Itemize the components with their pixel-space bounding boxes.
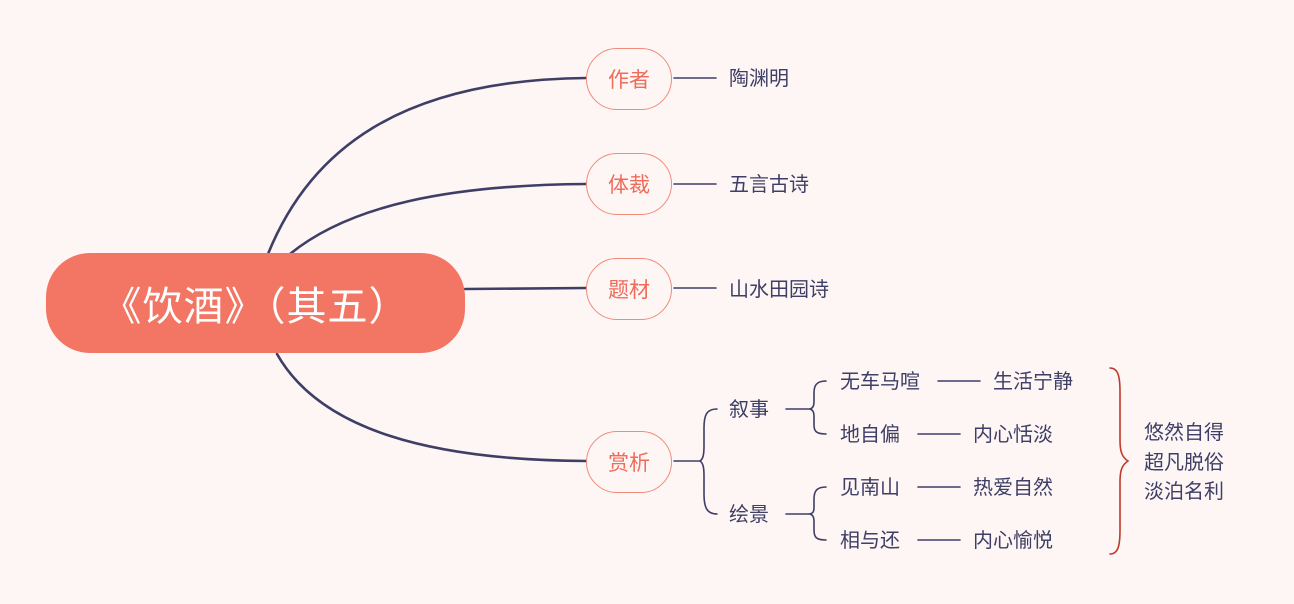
meaning-item: 生活宁静 bbox=[993, 369, 1073, 393]
summary-line: 悠然自得 bbox=[1144, 420, 1224, 444]
branch-analysis-label: 赏析 bbox=[608, 451, 650, 475]
meaning-item: 内心愉悦 bbox=[973, 528, 1053, 552]
branch-analysis[interactable]: 赏析 bbox=[586, 431, 672, 493]
root-node[interactable]: 《饮酒》（其五） bbox=[46, 253, 465, 353]
summary-line: 超凡脱俗 bbox=[1144, 449, 1224, 474]
connector-root-analysis bbox=[275, 352, 588, 463]
scene-item: 见南山 bbox=[840, 475, 900, 499]
summary-line: 淡泊名利 bbox=[1144, 479, 1224, 503]
branch-author[interactable]: 作者 bbox=[586, 48, 672, 110]
branch-theme-label: 题材 bbox=[608, 278, 650, 302]
theme-value: 山水田园诗 bbox=[729, 277, 829, 301]
genre-value: 五言古诗 bbox=[729, 172, 809, 196]
scene-item: 地自偏 bbox=[840, 422, 900, 446]
branch-genre[interactable]: 体裁 bbox=[586, 153, 672, 215]
connector-root-author bbox=[266, 76, 588, 256]
analysis-brace bbox=[698, 408, 718, 515]
meaning-item: 内心恬淡 bbox=[973, 422, 1053, 446]
group-scenery-label: 绘景 bbox=[729, 502, 769, 526]
scene-item: 无车马喧 bbox=[840, 369, 920, 393]
branch-genre-label: 体裁 bbox=[608, 173, 650, 197]
narrative-brace bbox=[807, 380, 827, 435]
connector-root-theme bbox=[463, 286, 588, 291]
root-title: 《饮酒》（其五） bbox=[101, 284, 410, 330]
summary-block: 悠然自得 超凡脱俗 淡泊名利 bbox=[1144, 418, 1224, 507]
group-narrative-label: 叙事 bbox=[729, 397, 769, 421]
meaning-item: 热爱自然 bbox=[973, 475, 1053, 499]
scenery-brace bbox=[807, 486, 827, 541]
scene-item: 相与还 bbox=[840, 528, 900, 552]
author-value: 陶渊明 bbox=[729, 66, 789, 90]
summary-brace bbox=[1109, 367, 1130, 555]
branch-author-label: 作者 bbox=[608, 68, 650, 92]
branch-theme[interactable]: 题材 bbox=[586, 258, 672, 320]
connector-root-genre bbox=[288, 182, 588, 256]
